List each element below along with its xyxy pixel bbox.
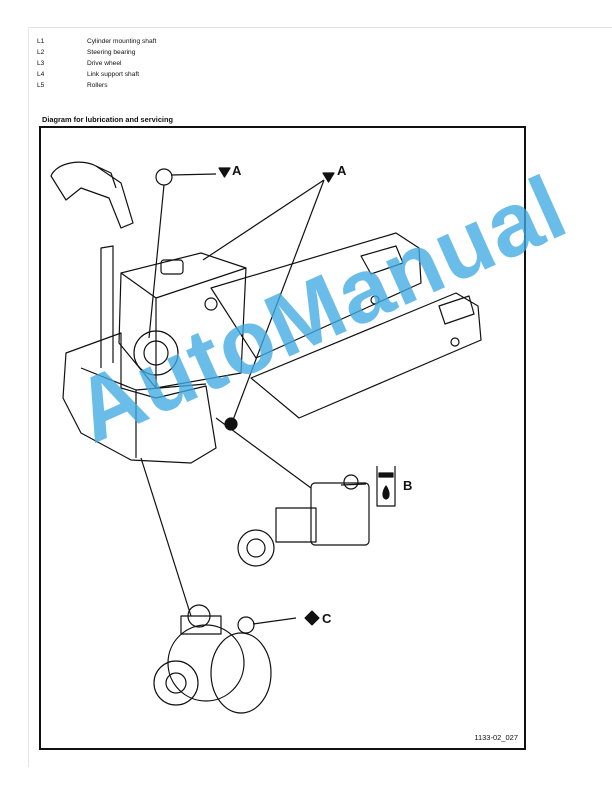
tiller-handle <box>50 161 134 229</box>
oil-symbol-level <box>378 472 394 478</box>
legend-item: L1 Cylinder mounting shaft <box>37 36 156 47</box>
callout-a-label: A <box>232 163 242 178</box>
motor-top <box>133 330 179 376</box>
pallet-truck-illustration <box>50 161 482 714</box>
legend-code: L3 <box>37 60 45 67</box>
tiller-arm <box>100 245 114 368</box>
drive-wheel-gear <box>167 624 245 702</box>
oil-symbol-can <box>376 466 396 507</box>
leader-line <box>215 417 312 489</box>
figure-id: 1133-02_027 <box>474 733 518 742</box>
drive-wheel-center <box>165 672 187 694</box>
oil-drop-icon <box>382 485 390 500</box>
page-top-rule <box>28 27 612 28</box>
legend-item: L4 Link support shaft <box>37 69 156 80</box>
section-title: Diagram for lubrication and servicing <box>42 115 174 124</box>
callout-a-label: A <box>337 163 347 178</box>
lubrication-diagram: A A B C 1133-02_027 <box>39 126 526 750</box>
legend-code: L5 <box>37 82 45 89</box>
diamond-marker-icon <box>304 610 320 626</box>
legend-text: Rollers <box>87 82 108 89</box>
leader-line <box>170 173 217 176</box>
drive-wheel-tyre <box>210 632 272 714</box>
leader-line <box>140 457 192 617</box>
legend-code: L4 <box>37 71 45 78</box>
lube-nipple-detail <box>155 168 173 186</box>
tank-filler-cap <box>343 474 359 490</box>
legend-code: L1 <box>37 38 45 45</box>
legend-item: L5 Rollers <box>37 80 156 91</box>
tiller-grip <box>95 165 117 189</box>
legend-item: L2 Steering bearing <box>37 47 156 58</box>
triangle-marker-icon <box>322 172 335 183</box>
key-switch <box>160 259 184 275</box>
lube-point-a <box>224 417 238 431</box>
legend-text: Steering bearing <box>87 49 136 56</box>
lower-fork <box>250 292 482 419</box>
leader-line <box>148 184 165 339</box>
leader-line <box>232 179 325 421</box>
legend-text: Drive wheel <box>87 60 122 67</box>
hydraulic-tank <box>310 482 370 546</box>
upper-fork-slot <box>360 245 404 275</box>
page-left-rule <box>28 27 29 767</box>
legend-text: Cylinder mounting shaft <box>87 38 157 45</box>
lower-fork-slot <box>438 295 475 325</box>
pump-motor-end <box>246 538 266 558</box>
leader-line <box>202 179 325 261</box>
triangle-marker-icon <box>218 167 231 178</box>
fork-roller <box>370 295 380 305</box>
callout-b-label: B <box>403 478 413 493</box>
drive-unit-housing <box>62 332 217 464</box>
emergency-switch <box>204 297 218 311</box>
pump-motor <box>237 529 275 567</box>
legend-list: L1 Cylinder mounting shaft L2 Steering b… <box>37 36 156 91</box>
truck-body <box>118 252 247 389</box>
legend-code: L2 <box>37 49 45 56</box>
gearbox-top <box>180 615 222 635</box>
legend-text: Link support shaft <box>87 71 140 78</box>
lube-nipple-c <box>237 616 255 634</box>
leader-line <box>252 617 297 625</box>
upper-fork <box>210 232 422 359</box>
valve-block <box>275 507 317 543</box>
drive-wheel-hub <box>153 660 199 706</box>
fork-roller <box>450 337 460 347</box>
gearbox-port <box>187 604 211 628</box>
callout-c-label: C <box>322 611 332 626</box>
legend-item: L3 Drive wheel <box>37 58 156 69</box>
motor-hub <box>143 340 169 366</box>
